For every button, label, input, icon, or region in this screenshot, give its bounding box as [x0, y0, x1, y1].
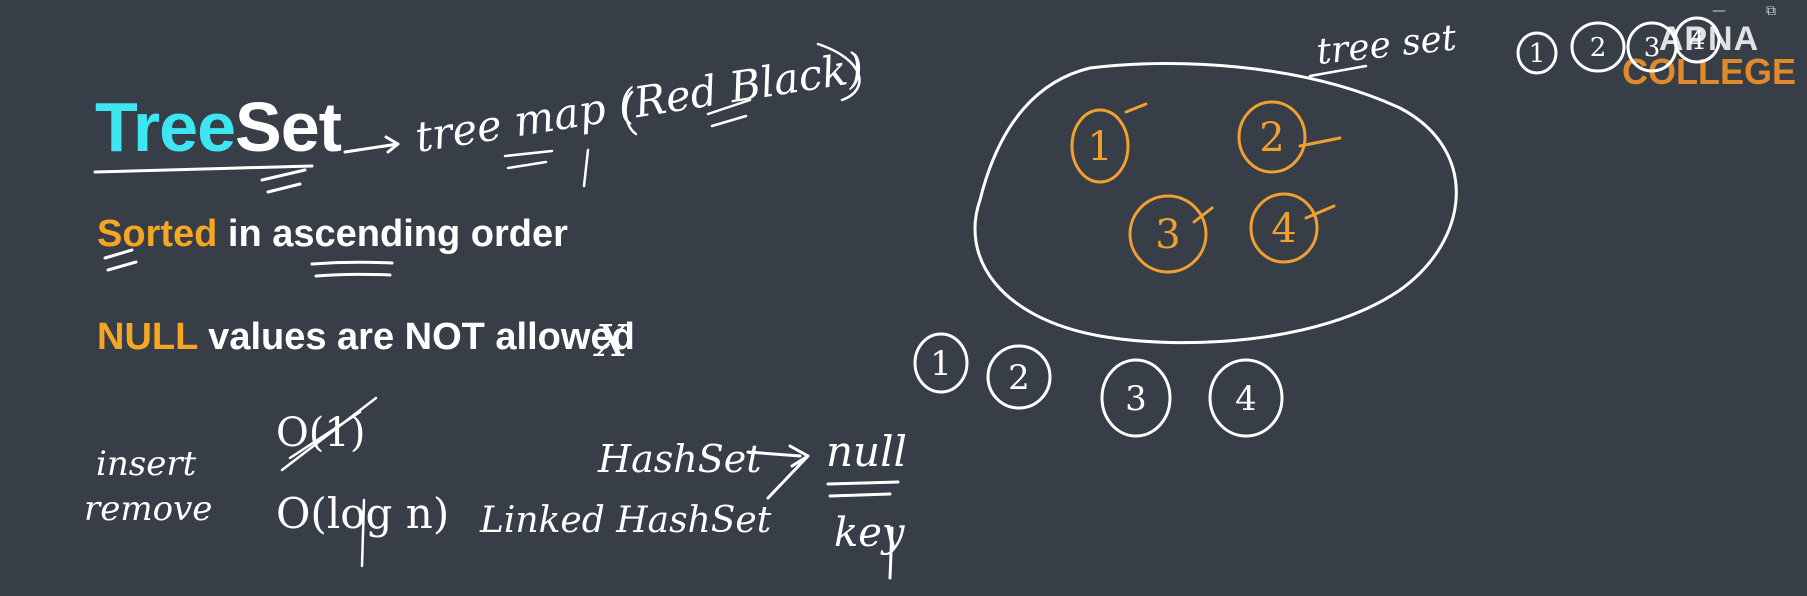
cross-mark: X [593, 316, 629, 367]
sorted-line: Sorted in ascending order [97, 215, 568, 253]
title-underline-mark [260, 168, 307, 182]
element-tick [1304, 204, 1336, 220]
outside-element-label: 2 [1008, 358, 1030, 398]
sorted-underline [106, 260, 138, 272]
y-descender [888, 526, 894, 580]
paren-open [624, 90, 638, 136]
map-underline [506, 160, 548, 170]
set-element-label: 1 [1087, 124, 1112, 170]
restore-button[interactable]: ⧉ [1766, 3, 1776, 19]
linked-hashset-label: Linked HashSet [479, 500, 772, 541]
remove-label: remove [84, 489, 212, 529]
set-element-circle [1070, 108, 1130, 184]
element-tick [1298, 136, 1342, 148]
n-descender [360, 498, 366, 568]
arrow-head [788, 444, 810, 468]
treemap-note: tree map (Red Black) [412, 43, 867, 162]
insert-label: insert [96, 444, 197, 484]
ordered-element-circle [1673, 16, 1721, 64]
null-underline [826, 480, 900, 486]
outside-element-circle [986, 344, 1052, 410]
element-tick [1124, 102, 1148, 114]
null-word: NULL [97, 316, 198, 358]
outside-element-circle [1208, 358, 1284, 438]
ascending-underline [314, 272, 392, 278]
outside-element-circle [1100, 358, 1172, 438]
ordered-element-circle [1516, 31, 1558, 75]
sorted-word: Sorted [97, 213, 218, 255]
title-underline [93, 164, 314, 174]
set-element-label: 3 [1155, 212, 1180, 258]
arrow-head [384, 135, 400, 154]
treeset-label: tree set [1315, 17, 1459, 72]
outside-element-circle [913, 332, 969, 394]
ordered-element-label: 3 [1644, 33, 1661, 63]
sorted-rest: in ascending order [217, 213, 568, 255]
outside-element-label: 1 [930, 344, 952, 384]
null-label: null [826, 427, 907, 476]
ordered-element-label: 1 [1529, 39, 1546, 69]
null-line: NULL values are NOT allowed [97, 318, 635, 356]
slide-title: TreeSet [95, 92, 342, 162]
outside-element-label: 3 [1125, 379, 1147, 419]
hashset-label: HashSet [597, 437, 762, 481]
map-underline [503, 149, 554, 158]
hashset-arrow [746, 450, 802, 458]
title-underline-mark [266, 182, 302, 194]
set-element-label: 2 [1259, 115, 1284, 161]
paren-close [816, 42, 861, 102]
treeset-underline [1308, 64, 1368, 78]
set-element-circle [1128, 194, 1208, 274]
title-tree: Tree [95, 88, 236, 166]
ordered-element-label: 2 [1590, 33, 1607, 63]
linked-hashset-arrow [766, 454, 810, 500]
outside-element-label: 4 [1235, 379, 1257, 419]
ascending-underline [310, 260, 394, 266]
sorted-underline [103, 248, 134, 260]
set-element-label: 4 [1271, 206, 1296, 252]
ordered-element-circle [1570, 21, 1626, 73]
set-element-circle [1237, 100, 1307, 174]
black-underline [706, 98, 752, 116]
arrow-to-treemap [343, 142, 400, 154]
title-set: Set [235, 88, 342, 166]
p-descender [582, 148, 590, 188]
ordered-element-label: 4 [1689, 26, 1706, 56]
element-tick [1192, 206, 1214, 224]
null-underline [828, 492, 892, 498]
strike-through [288, 410, 362, 460]
set-ellipse [973, 62, 1458, 345]
black-underline [710, 114, 748, 128]
strike-through [280, 396, 378, 472]
null-rest: values are NOT allowed [197, 316, 635, 358]
key-label: key [834, 510, 906, 556]
set-element-circle [1249, 192, 1319, 264]
minimize-button[interactable]: — [1712, 3, 1726, 19]
